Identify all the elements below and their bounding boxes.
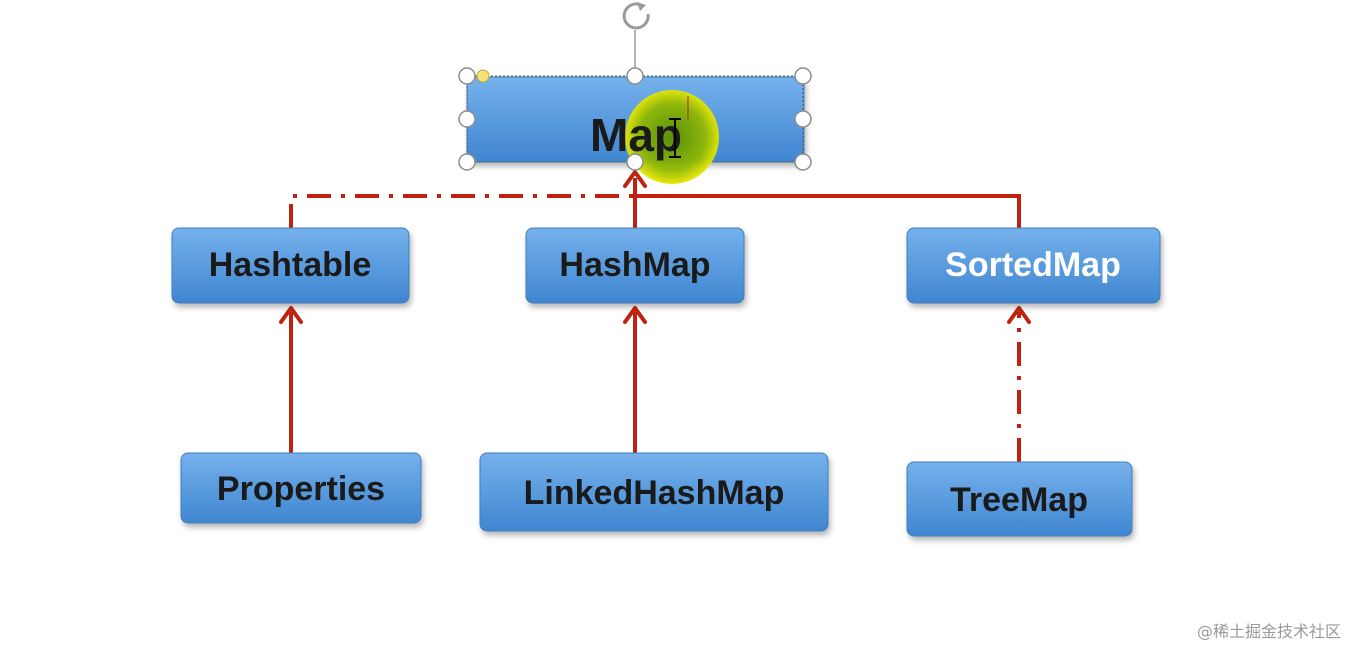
- arrowhead-hashtable: [279, 306, 303, 324]
- arrowhead-map: [623, 170, 647, 188]
- connectors: [289, 178, 1021, 462]
- resize-handle-right[interactable]: [794, 110, 812, 128]
- node-treemap[interactable]: TreeMap: [906, 461, 1133, 537]
- node-map-label: Map: [590, 109, 682, 161]
- resize-handle-bottom-right[interactable]: [794, 153, 812, 171]
- resize-handles[interactable]: [458, 67, 812, 171]
- node-treemap-label: TreeMap: [950, 481, 1088, 519]
- resize-handle-top-left[interactable]: [458, 67, 476, 85]
- edge-sortedmap-to-map: [635, 194, 1021, 228]
- node-hashmap[interactable]: HashMap: [525, 227, 745, 304]
- node-sortedmap[interactable]: SortedMap: [906, 227, 1161, 304]
- node-hashtable-label: Hashtable: [209, 246, 372, 284]
- resize-handle-left[interactable]: [458, 110, 476, 128]
- node-properties[interactable]: Properties: [180, 452, 422, 524]
- resize-handle-bottom-left[interactable]: [458, 153, 476, 171]
- arrowheads: [279, 170, 1031, 324]
- edge-hashtable-to-map: [289, 194, 635, 228]
- arrowhead-hashmap: [623, 306, 647, 324]
- watermark: @稀土掘金技术社区: [1196, 622, 1341, 641]
- node-hashtable[interactable]: Hashtable: [171, 227, 410, 304]
- arrowhead-sortedmap: [1007, 306, 1031, 324]
- node-linkedhashmap-label: LinkedHashMap: [524, 474, 785, 512]
- resize-handle-bottom[interactable]: [626, 153, 644, 171]
- node-hashmap-label: HashMap: [559, 246, 710, 284]
- rotate-handle-icon[interactable]: [622, 2, 650, 70]
- resize-handle-top-right[interactable]: [794, 67, 812, 85]
- node-linkedhashmap[interactable]: LinkedHashMap: [479, 452, 829, 532]
- node-properties-label: Properties: [217, 470, 385, 508]
- cursor-highlight: [625, 90, 719, 184]
- adjust-handle[interactable]: [476, 69, 490, 83]
- resize-handle-top[interactable]: [626, 67, 644, 85]
- text-cursor-icon: [669, 96, 689, 158]
- node-sortedmap-label: SortedMap: [945, 246, 1121, 284]
